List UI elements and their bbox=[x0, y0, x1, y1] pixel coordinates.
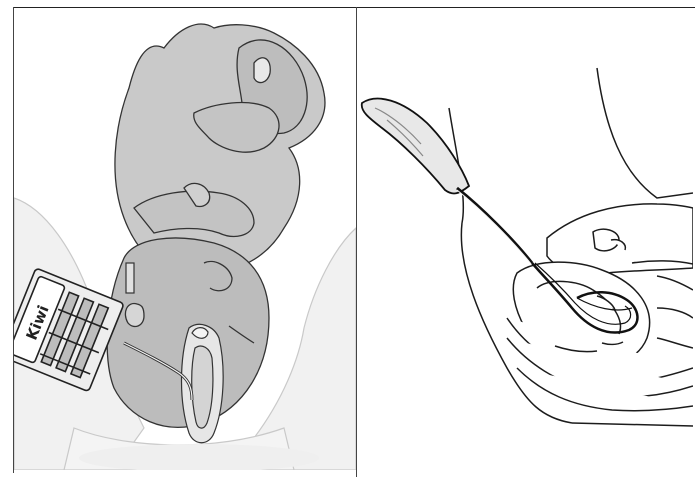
vacuum-cup-stem bbox=[126, 263, 134, 293]
vacuum-extraction-drawing: Kiwi bbox=[14, 8, 356, 470]
forceps-delivery-illustration bbox=[357, 8, 693, 470]
vacuum-extraction-illustration: Kiwi bbox=[14, 8, 356, 470]
forceps-delivery-drawing bbox=[357, 8, 693, 470]
